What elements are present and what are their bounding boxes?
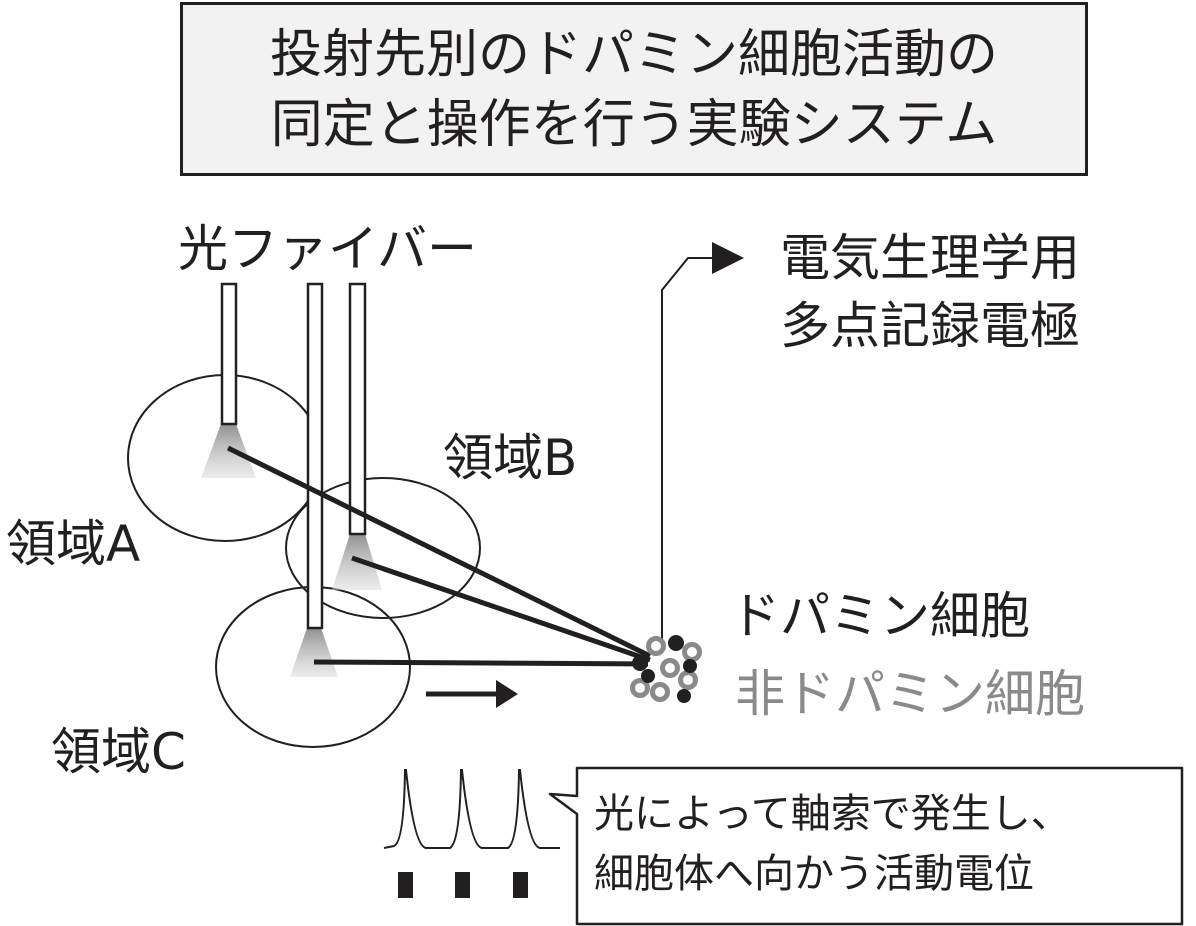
non-dopamine-cell-label: 非ドパミン細胞 bbox=[735, 665, 1085, 723]
electrode-label-line-1: 電気生理学用 bbox=[780, 229, 1080, 287]
light-cone-c bbox=[290, 628, 338, 677]
electrode-label-line-2: 多点記録電極 bbox=[780, 297, 1080, 355]
non-dopamine-cell bbox=[682, 642, 702, 662]
callout-line-2: 細胞体へ向かう活動電位 bbox=[594, 851, 1034, 897]
light-pulse bbox=[455, 872, 470, 898]
dopamine-cell bbox=[683, 659, 697, 673]
non-dopamine-cell bbox=[660, 658, 680, 678]
region-b-ellipse bbox=[285, 477, 481, 619]
region-b-label: 領域B bbox=[443, 429, 578, 487]
spike-trace bbox=[383, 769, 560, 849]
optical-fiber-label: 光ファイバー bbox=[178, 220, 477, 278]
axon-b bbox=[351, 555, 651, 663]
optical-fiber-b bbox=[348, 282, 367, 536]
title-line-2: 同定と操作を行う実験システム bbox=[270, 95, 998, 155]
region-a-label: 領域A bbox=[6, 515, 141, 573]
non-dopamine-cell bbox=[630, 678, 650, 698]
electrode-wire bbox=[661, 257, 720, 640]
title-box: 投射先別のドパミン細胞活動の 同定と操作を行う実験システム bbox=[180, 2, 1088, 176]
callout-line-1: 光によって軸索で発生し、 bbox=[594, 791, 1071, 837]
light-pulse bbox=[513, 872, 528, 898]
callout-bubble bbox=[548, 766, 1184, 926]
region-c-label: 領域C bbox=[51, 723, 186, 781]
dopamine-cell-label: ドパミン細胞 bbox=[730, 587, 1030, 645]
electrode-arrowhead bbox=[712, 242, 744, 274]
non-dopamine-cell bbox=[650, 682, 670, 702]
dopamine-cell bbox=[632, 655, 648, 671]
dopamine-cell bbox=[677, 689, 691, 703]
axon-a bbox=[226, 445, 652, 659]
cell-cluster bbox=[630, 635, 702, 703]
dopamine-cell bbox=[641, 669, 655, 683]
axon-c bbox=[313, 659, 649, 667]
optical-fiber-c bbox=[306, 282, 324, 630]
optical-fiber-a bbox=[220, 282, 238, 426]
title-line-1: 投射先別のドパミン細胞活動の bbox=[269, 25, 998, 85]
light-pulse bbox=[398, 872, 413, 898]
non-dopamine-cell bbox=[646, 636, 666, 656]
propagation-arrow bbox=[426, 680, 518, 708]
non-dopamine-cell bbox=[678, 670, 698, 690]
dopamine-cell bbox=[668, 635, 684, 651]
